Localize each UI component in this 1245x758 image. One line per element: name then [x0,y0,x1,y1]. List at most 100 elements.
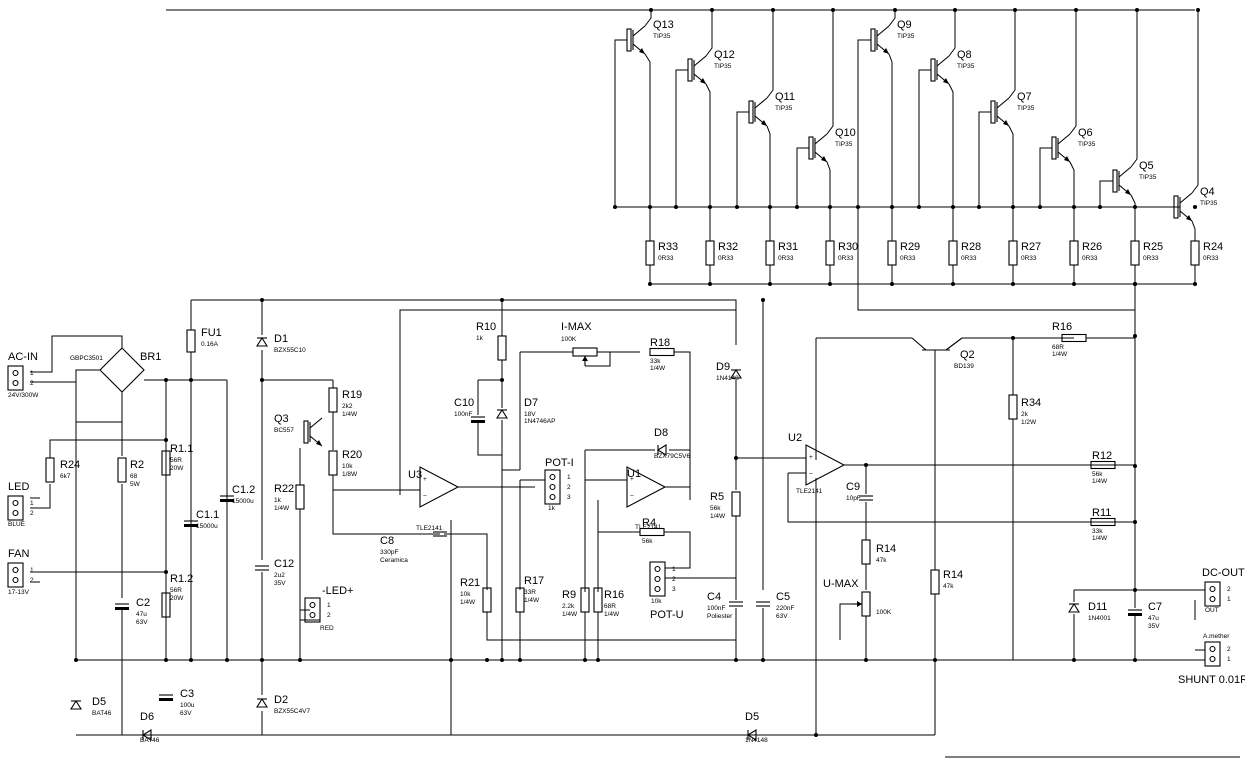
cap-ref: C2 [136,597,150,609]
resistor[interactable] [825,240,835,266]
resistor[interactable] [948,240,958,266]
transistor-collector [996,97,1010,109]
resistor[interactable] [887,240,897,266]
diode-value: BZX55C10 [274,347,306,354]
diode[interactable] [256,336,268,347]
resistor[interactable] [482,587,492,613]
transistor[interactable] [1173,192,1193,222]
resistor[interactable] [515,587,525,613]
cap-ref: C5 [776,591,790,603]
resistor[interactable] [328,450,338,476]
transistor[interactable] [626,25,646,55]
transistor[interactable] [870,25,890,55]
transistor[interactable] [911,337,963,351]
resistor-value: 56k [1092,471,1103,478]
diode[interactable] [656,444,667,456]
resistor[interactable] [1090,517,1116,527]
connector-pin [549,493,556,501]
connector[interactable] [1204,641,1221,667]
diode[interactable] [141,729,152,741]
wire [705,10,713,57]
transistor[interactable] [990,97,1010,127]
resistor[interactable] [731,491,741,517]
resistor[interactable] [117,457,127,483]
resistor[interactable] [593,587,603,613]
resistor[interactable] [645,240,655,266]
resistor[interactable] [1008,394,1018,420]
resistor[interactable] [765,240,775,266]
resistor[interactable] [1130,240,1140,266]
junction-dot [648,205,652,209]
resistor[interactable] [161,592,171,618]
connector[interactable] [649,561,666,597]
connector-label: SHUNT 0.01R [1178,674,1245,686]
connector[interactable] [7,365,24,391]
fuse-body[interactable] [186,329,196,353]
capacitor[interactable] [184,520,198,527]
capacitor[interactable] [729,601,743,607]
connector-body [1204,641,1221,667]
bridge-rectifier[interactable] [99,347,145,393]
diode[interactable] [730,368,742,379]
capacitor[interactable] [159,694,173,701]
junction-dot [768,282,772,286]
transistor-ref: Q12 [714,49,735,61]
diode[interactable] [70,699,82,710]
resistor[interactable] [328,387,338,413]
connector[interactable] [7,495,24,521]
potentiometer[interactable] [572,347,598,366]
connector-value: A.mether [1203,633,1230,640]
capacitor[interactable] [471,416,485,423]
transistor[interactable] [1112,166,1132,196]
resistor[interactable] [861,539,871,565]
diode[interactable] [256,697,268,708]
diode[interactable] [746,729,757,741]
resistor[interactable] [580,587,590,613]
resistor[interactable] [1008,240,1018,266]
transistor[interactable] [687,55,707,85]
capacitor[interactable] [1128,609,1142,616]
wire [888,53,893,241]
potentiometer[interactable] [852,591,871,617]
connector[interactable] [7,562,24,588]
resistor[interactable] [295,484,305,510]
op-amp[interactable] [805,444,846,486]
resistor[interactable] [161,450,171,476]
resistor[interactable] [1069,240,1079,266]
op-amp[interactable] [626,466,667,508]
diode[interactable] [1068,602,1080,613]
junction-dot [1133,334,1137,338]
diode[interactable] [496,408,508,419]
transistor[interactable] [1051,133,1071,163]
resistor-ref: R18 [650,337,670,349]
resistor[interactable] [1090,460,1116,470]
capacitor[interactable] [859,495,873,501]
resistor[interactable] [45,457,55,483]
wire [486,612,736,641]
capacitor[interactable] [756,601,770,607]
resistor[interactable] [497,335,507,361]
resistor[interactable] [930,569,940,595]
op-amp[interactable] [419,466,460,508]
capacitor[interactable] [220,495,234,502]
resistor[interactable] [1061,333,1087,343]
capacitor[interactable] [255,565,269,571]
resistor[interactable] [639,527,665,537]
junction-dot [1011,336,1015,340]
resistor-value: 68R [1052,344,1064,351]
junction-dot [1038,205,1042,209]
diode-body [730,368,742,379]
resistor[interactable] [705,240,715,266]
pot-ref: U-MAX [823,578,859,590]
resistor[interactable] [649,347,675,357]
connector[interactable] [304,597,321,623]
transistor[interactable] [930,55,950,85]
connector[interactable] [544,469,561,505]
resistor[interactable] [1190,240,1200,266]
transistor[interactable] [808,133,828,163]
capacitor[interactable] [433,531,447,537]
connector[interactable] [1204,581,1221,607]
transistor[interactable] [748,97,768,127]
capacitor[interactable] [115,603,129,610]
transistor[interactable] [303,417,323,447]
